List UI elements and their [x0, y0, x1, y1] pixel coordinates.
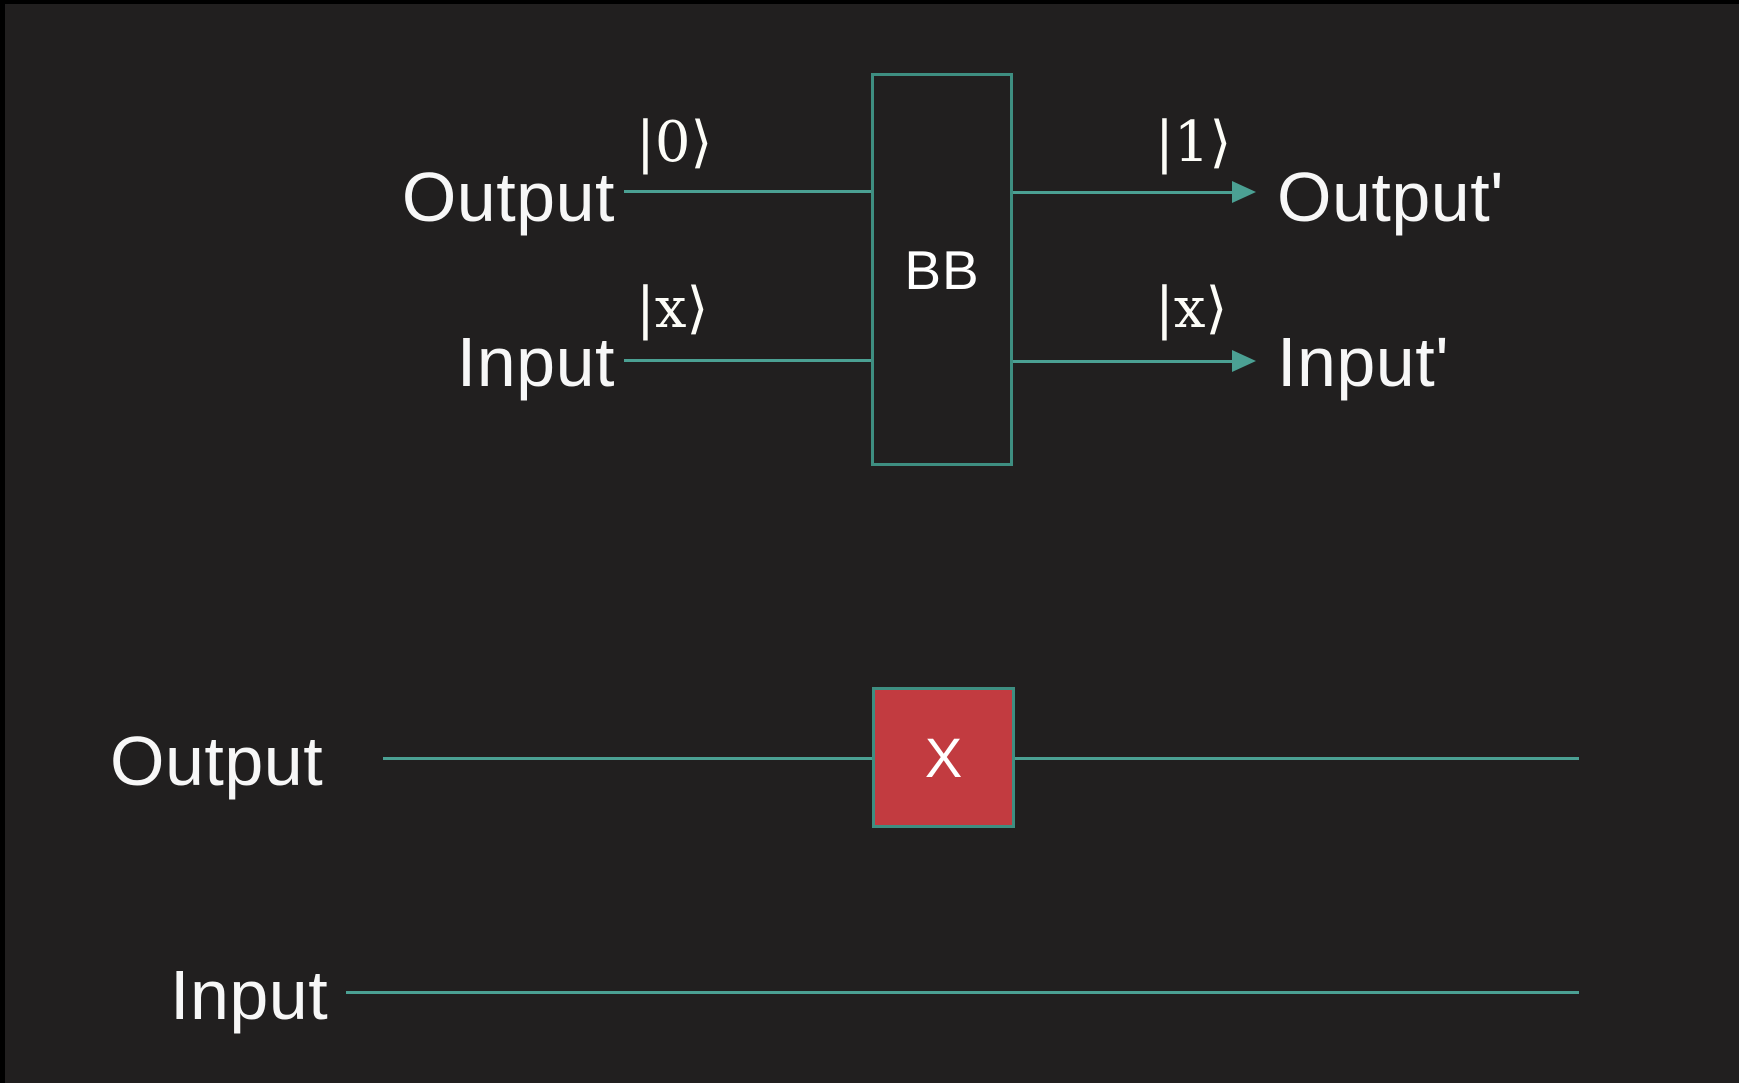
top-wire1-output-label: Output' — [1277, 158, 1505, 236]
top-wire2-input-label: Input — [456, 323, 615, 401]
bottom-wire1-label: Output — [110, 722, 324, 800]
top-wire2-ket-out: |x⟩ — [1155, 276, 1228, 341]
top-wire1-right-segment — [1013, 191, 1233, 194]
top-wire2-left-segment — [624, 359, 871, 362]
top-wire1-ket-out: |1⟩ — [1155, 110, 1232, 175]
bottom-wire2-line — [346, 991, 1579, 994]
bottom-wire2-label: Input — [170, 956, 329, 1034]
top-wire1-input-label: Output — [401, 158, 615, 236]
blackbox-gate: BB — [871, 73, 1013, 466]
top-wire2-arrowhead-icon — [1232, 350, 1256, 372]
top-wire2-right-segment — [1013, 360, 1233, 363]
top-wire1-ket-in: |0⟩ — [636, 110, 713, 175]
top-wire2-output-label: Input' — [1277, 323, 1450, 401]
blackbox-gate-label: BB — [904, 238, 980, 301]
top-wire1-left-segment — [624, 190, 871, 193]
top-wire2-ket-in: |x⟩ — [636, 276, 709, 341]
x-gate: X — [872, 687, 1015, 828]
x-gate-label: X — [924, 726, 963, 789]
top-wire1-arrowhead-icon — [1232, 181, 1256, 203]
